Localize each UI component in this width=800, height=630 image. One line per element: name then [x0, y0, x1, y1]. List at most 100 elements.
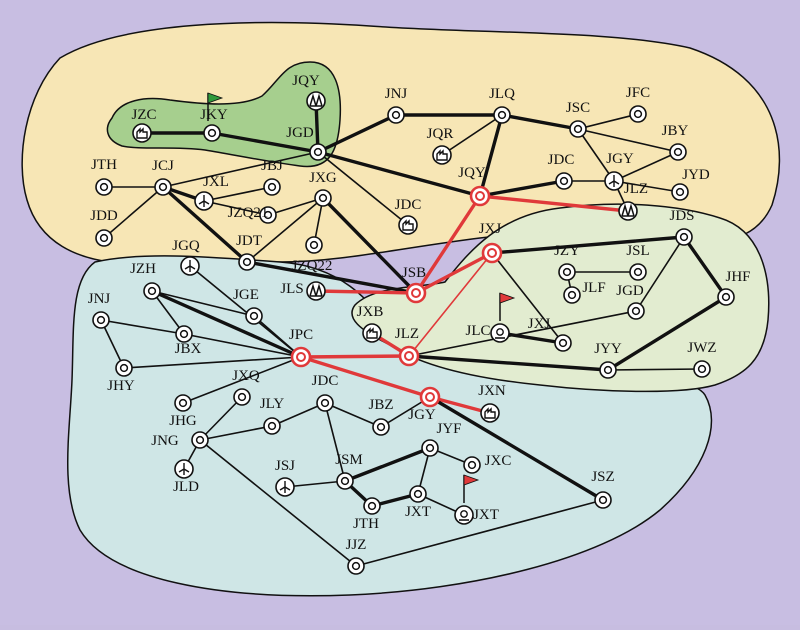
node-jhg: JHG	[169, 394, 197, 429]
edge-jhy-jpc	[123, 356, 302, 369]
hub-icon	[481, 242, 503, 264]
edge-jlc-jxj_e	[498, 331, 565, 345]
plain-icon	[305, 236, 323, 254]
node-jqy-hub: JQY	[458, 165, 491, 207]
edge-jgy_n-jyd	[613, 180, 681, 193]
edge-jky-jgd_n	[210, 131, 320, 154]
node-label: JGY	[606, 151, 634, 167]
node-jld: JLD	[173, 459, 199, 495]
edge-jnj_s-jbx	[100, 319, 185, 335]
node-label: JLZ	[395, 326, 419, 342]
node-label: JXT	[473, 507, 499, 523]
edge-jxl-jbj	[203, 186, 273, 202]
plain-icon	[493, 106, 511, 124]
node-label: JSC	[566, 100, 590, 116]
plant-icon	[306, 91, 326, 111]
node-label: JDC	[395, 197, 422, 213]
edge-jng-jjz	[199, 439, 357, 567]
edge-jsc-jfc	[577, 113, 639, 130]
edge-jhg-jpc	[182, 356, 302, 404]
plain-icon	[421, 439, 439, 457]
plain-icon	[233, 388, 251, 406]
node-jbz: JBZ	[368, 397, 394, 436]
edge-jly-jdc_s	[271, 402, 326, 427]
plain-icon	[263, 178, 281, 196]
edge-jpc-jlz_hub	[299, 354, 411, 359]
region-east	[351, 203, 770, 393]
node-jzh: JZH	[130, 261, 161, 300]
edge-jgy_hub-jsz	[428, 395, 605, 502]
node-label: JWZ	[687, 340, 716, 356]
node-jsj: JSJ	[275, 458, 295, 497]
node-jnj-n: JNJ	[385, 86, 407, 124]
wind-icon	[275, 477, 295, 497]
node-jxg: JXG	[309, 170, 337, 207]
node-jzq22: JZQ22	[292, 236, 333, 274]
node-label: JPC	[289, 327, 313, 343]
edge-jpc-jgy_hub	[299, 355, 432, 399]
node-jge: JGE	[233, 287, 263, 325]
node-label: JLS	[280, 281, 303, 297]
node-label: JBY	[662, 123, 689, 139]
wind-icon	[174, 459, 194, 479]
plain-icon	[363, 497, 381, 515]
node-jxt-st: JXT	[454, 474, 499, 525]
node-label: JDS	[669, 208, 694, 224]
node-label: JSM	[335, 452, 363, 468]
node-label: JDC	[548, 152, 575, 168]
node-jxn: JXN	[478, 383, 506, 423]
node-jhf: JHF	[717, 269, 751, 306]
node-label: JHY	[107, 378, 135, 394]
node-label: JXJ	[479, 221, 502, 237]
node-label: JQR	[427, 126, 454, 142]
node-label: JGY	[408, 407, 436, 423]
node-jdc-f: JDC	[395, 197, 422, 235]
node-label: JZC	[131, 107, 156, 123]
node-jnj-s: JNJ	[88, 291, 111, 329]
node-label: JXJ	[528, 316, 551, 332]
node-jxb: JXB	[357, 304, 383, 343]
plain-icon	[203, 124, 221, 142]
node-jsm: JSM	[335, 452, 363, 490]
edge-jxj_hub-jlz_hub	[408, 252, 493, 357]
edge-jlq-jqr	[441, 114, 503, 156]
plain-icon	[629, 105, 647, 123]
node-jcj: JCJ	[152, 158, 174, 196]
plain-icon	[693, 360, 711, 378]
plain-icon	[238, 253, 256, 271]
node-label: JZQ22	[292, 258, 333, 274]
node-label: JXN	[478, 383, 506, 399]
node-jlq: JLQ	[489, 86, 515, 124]
node-jfc: JFC	[626, 85, 650, 123]
edge-jhf-jyy	[606, 295, 728, 372]
station-icon	[454, 505, 474, 525]
node-jdc-n: JDC	[548, 152, 575, 190]
edge-jlq-jqy_hub	[478, 113, 504, 198]
node-jlz-n: JLZ	[618, 181, 648, 221]
node-label: JKY	[200, 107, 228, 123]
node-jth-s: JTH	[353, 497, 381, 532]
node-label: JBX	[175, 341, 202, 357]
node-jsl: JSL	[626, 243, 650, 281]
node-label: JQY	[458, 165, 486, 181]
node-jzy: JZY	[554, 243, 580, 281]
plant-icon	[306, 281, 326, 301]
plain-icon	[599, 361, 617, 379]
edge-jjz-jsz	[355, 499, 604, 567]
node-label: JGE	[233, 287, 259, 303]
plain-icon	[594, 491, 612, 509]
node-jls: JLS	[280, 281, 326, 301]
edge-jgy_n-jby	[613, 151, 679, 182]
edge-jxg-jsb	[321, 196, 418, 295]
node-label: JNJ	[88, 291, 111, 307]
edge-jgd_n-jqy_hub	[316, 150, 482, 198]
plain-icon	[259, 206, 277, 224]
edge-jzh-jge	[151, 290, 255, 317]
edge-jxl-jzq21	[203, 200, 269, 216]
node-label: JSB	[402, 265, 426, 281]
node-jsb: JSB	[402, 265, 427, 304]
edge-jzq21-jxg	[267, 197, 324, 216]
hub-icon	[290, 346, 312, 368]
hub-icon	[398, 345, 420, 367]
edge-jxq-jng	[199, 396, 243, 441]
